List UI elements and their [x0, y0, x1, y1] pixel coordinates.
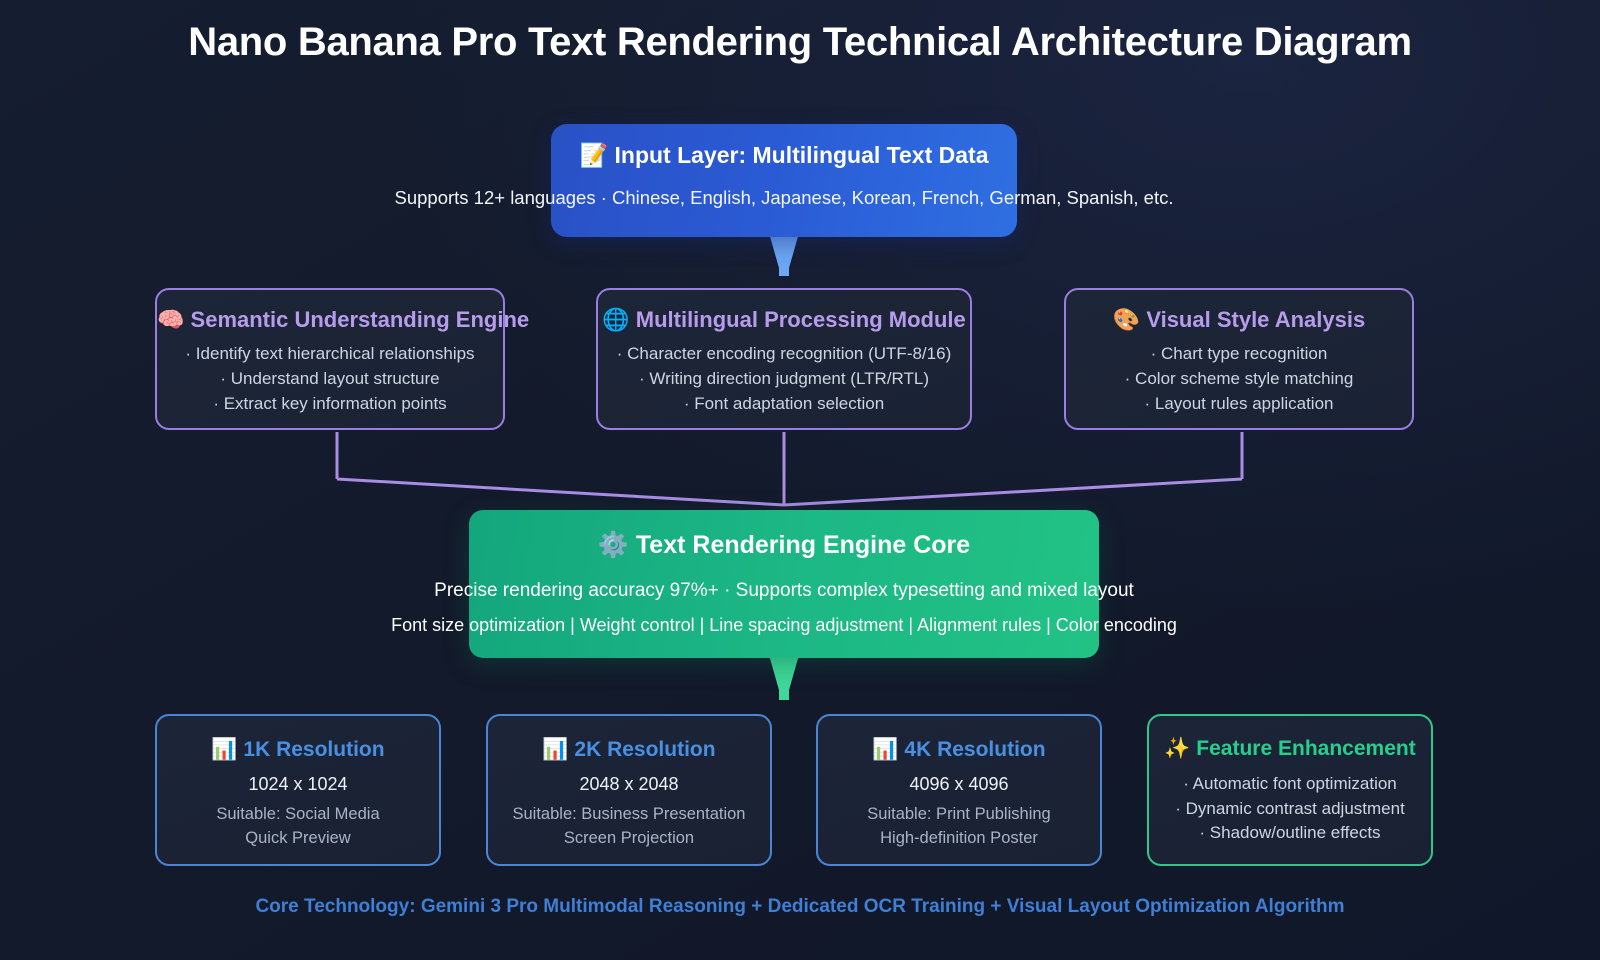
- core-engine-line-2: Font size optimization | Weight control …: [391, 615, 1177, 635]
- resolution-dimensions: 2048 x 2048: [579, 774, 679, 795]
- node-title: ⚙️ Text Rendering Engine Core: [597, 530, 971, 559]
- node-title: 🧠 Semantic Understanding Engine: [157, 307, 530, 333]
- node-line: · Font adaptation selection: [683, 393, 885, 413]
- node-body: · Identify text hierarchical relationshi…: [157, 342, 503, 416]
- resolution-note: Quick Preview: [245, 829, 351, 848]
- node-title: 🌐 Multilingual Processing Module: [602, 307, 966, 333]
- resolution-dimensions: 4096 x 4096: [909, 774, 1009, 795]
- node-line: · Dynamic contrast adjustment: [1175, 798, 1405, 818]
- page-title: Nano Banana Pro Text Rendering Technical…: [188, 20, 1412, 64]
- node-title: 📊 4K Resolution: [872, 737, 1046, 761]
- core-engine-line-1: Precise rendering accuracy 97%+ · Suppor…: [434, 580, 1134, 601]
- input-layer-node[interactable]: 📝 Input Layer: Multilingual Text Data: [551, 124, 1017, 237]
- node-line: · Color scheme style matching: [1124, 368, 1354, 388]
- node-line: · Automatic font optimization: [1183, 774, 1397, 794]
- input-layer-subtitle: Supports 12+ languages · Chinese, Englis…: [394, 187, 1174, 208]
- brain-icon: 🧠: [157, 308, 185, 333]
- gear-icon: ⚙️: [597, 530, 629, 559]
- node-text-rendering-engine-core[interactable]: ⚙️ Text Rendering Engine Core: [469, 510, 1099, 658]
- globe-icon: 🌐: [602, 308, 630, 333]
- resolution-note: High-definition Poster: [880, 829, 1038, 848]
- node-feature-enhancement[interactable]: ✨ Feature Enhancement · Automatic font o…: [1147, 714, 1433, 866]
- node-line: · Chart type recognition: [1150, 344, 1328, 364]
- sparkles-icon: ✨: [1164, 736, 1191, 760]
- palette-icon: 🎨: [1112, 308, 1141, 333]
- node-title: ✨ Feature Enhancement: [1164, 736, 1416, 760]
- node-body: · Chart type recognition · Color scheme …: [1066, 342, 1412, 416]
- node-visual-style-analysis[interactable]: 🎨 Visual Style Analysis · Chart type rec…: [1064, 288, 1414, 430]
- bar-chart-icon: 📊: [872, 737, 899, 761]
- node-line: · Extract key information points: [213, 393, 447, 413]
- resolution-note: Screen Projection: [563, 829, 695, 848]
- bar-chart-icon: 📊: [542, 737, 569, 761]
- footer-core-technology: Core Technology: Gemini 3 Pro Multimodal…: [255, 896, 1345, 917]
- bar-chart-icon: 📊: [211, 737, 238, 761]
- node-body: · Automatic font optimization · Dynamic …: [1149, 772, 1431, 846]
- resolution-note: Suitable: Business Presentation: [512, 805, 746, 824]
- node-title: 📊 1K Resolution: [211, 737, 385, 761]
- node-line: · Understand layout structure: [220, 368, 440, 388]
- node-body: · Character encoding recognition (UTF-8/…: [598, 342, 970, 416]
- node-line: · Identify text hierarchical relationshi…: [185, 344, 475, 364]
- resolution-dimensions: 1024 x 1024: [248, 774, 348, 795]
- node-2k-resolution[interactable]: 📊 2K Resolution 2048 x 2048 Suitable: Bu…: [486, 714, 772, 866]
- node-title: 📊 2K Resolution: [542, 737, 716, 761]
- memo-icon: 📝: [579, 143, 609, 169]
- resolution-note: Suitable: Social Media: [216, 805, 380, 824]
- node-multilingual-processing-module[interactable]: 🌐 Multilingual Processing Module · Chara…: [596, 288, 972, 430]
- node-line: · Shadow/outline effects: [1199, 823, 1381, 843]
- node-line: · Character encoding recognition (UTF-8/…: [616, 344, 952, 364]
- node-line: · Writing direction judgment (LTR/RTL): [638, 368, 930, 388]
- node-title: 🎨 Visual Style Analysis: [1112, 307, 1366, 333]
- node-line: · Layout rules application: [1144, 393, 1334, 413]
- input-layer-title: 📝 Input Layer: Multilingual Text Data: [579, 142, 989, 169]
- node-4k-resolution[interactable]: 📊 4K Resolution 4096 x 4096 Suitable: Pr…: [816, 714, 1102, 866]
- node-semantic-understanding-engine[interactable]: 🧠 Semantic Understanding Engine · Identi…: [155, 288, 530, 430]
- node-1k-resolution[interactable]: 📊 1K Resolution 1024 x 1024 Suitable: So…: [155, 714, 441, 866]
- resolution-note: Suitable: Print Publishing: [867, 805, 1051, 824]
